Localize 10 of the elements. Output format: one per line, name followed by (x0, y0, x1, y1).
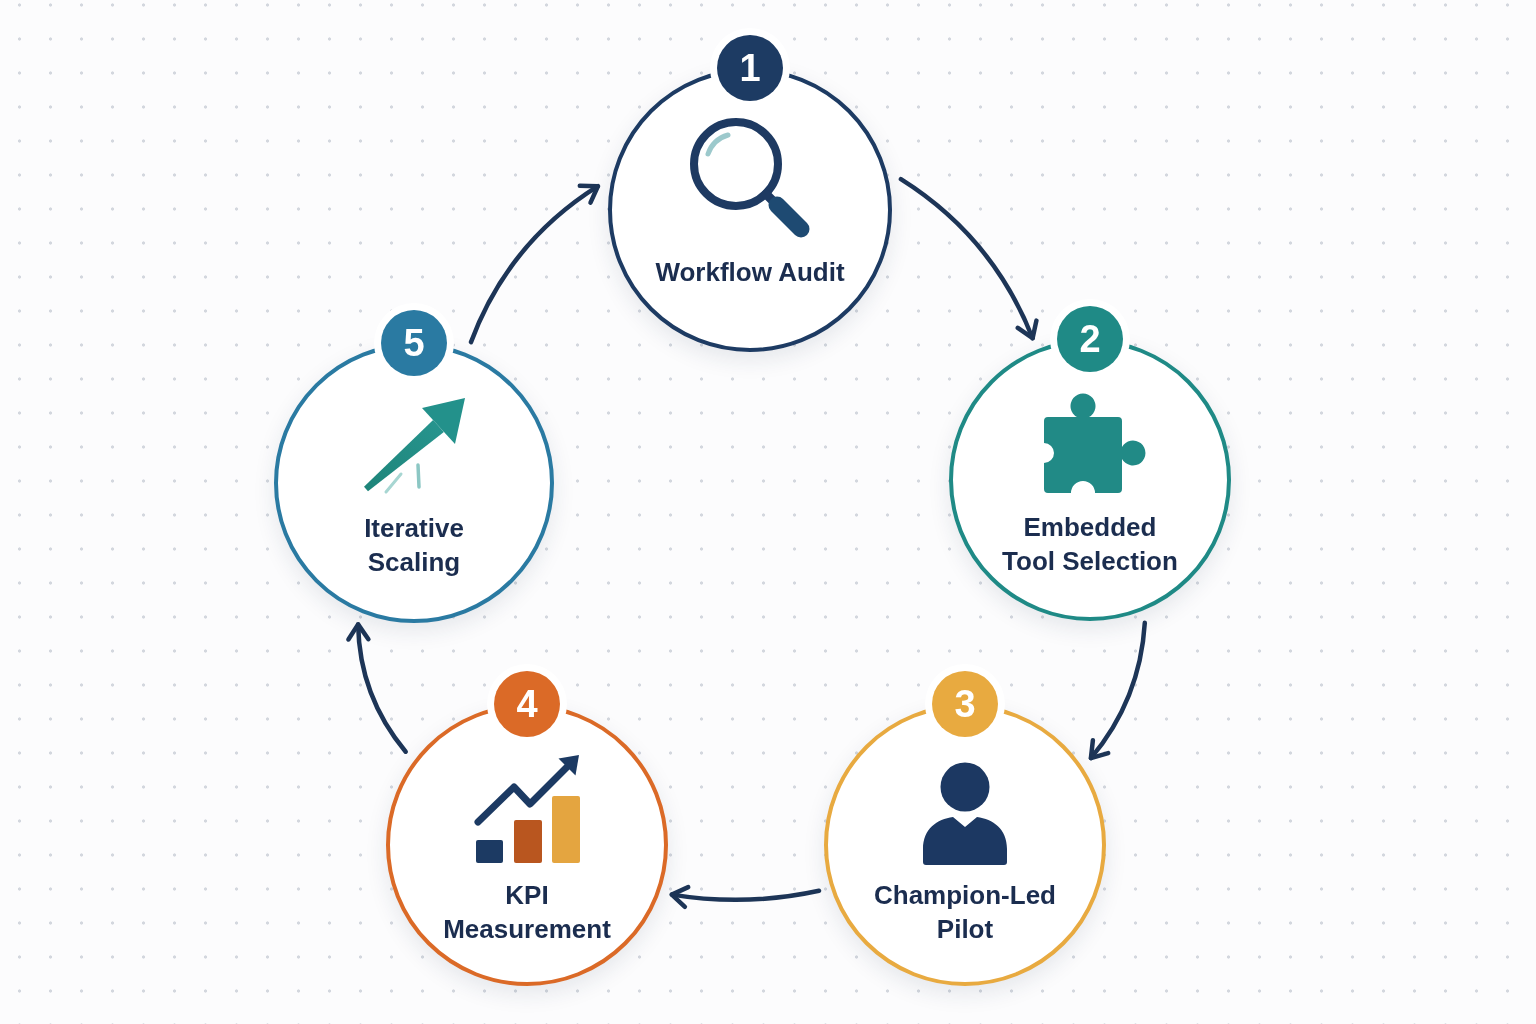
arrow (1088, 620, 1148, 761)
step-label: KPI Measurement (442, 879, 612, 946)
step-label: Iterative Scaling (363, 512, 465, 579)
step-label: Workflow Audit (655, 256, 845, 289)
step-label: Embedded Tool Selection (1001, 511, 1179, 578)
arrow (898, 176, 1039, 341)
arrow (669, 884, 822, 910)
arrow (468, 183, 601, 345)
step-label: Champion-Led Pilot (873, 879, 1057, 946)
arrow (346, 622, 408, 754)
